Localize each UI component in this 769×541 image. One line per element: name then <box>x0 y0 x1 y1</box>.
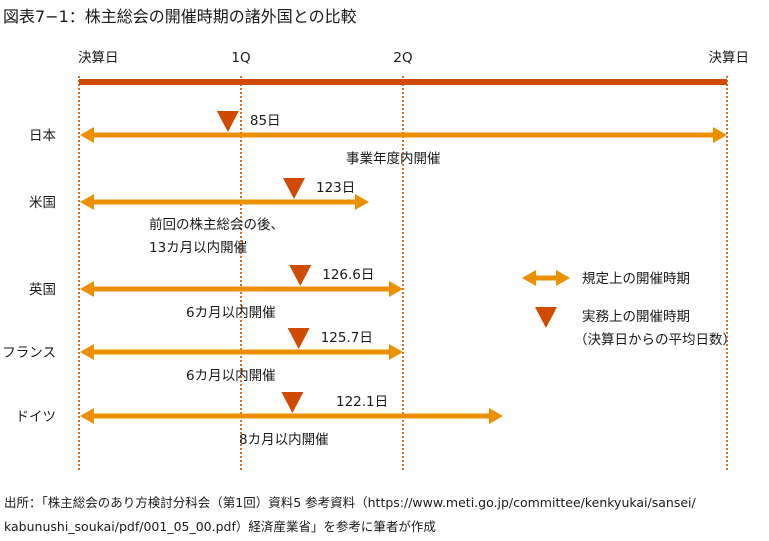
legend-label-actual-note: （決算日からの平均日数） <box>574 332 736 348</box>
source-note: 出所：「株主総会のあり方検討分科会（第1回）資料5 参考資料（https://w… <box>4 491 696 539</box>
actual-timing-marker <box>281 392 304 413</box>
arrow-head-left <box>522 270 536 286</box>
figure-title: 図表7−1：株主総会の開催時期の諸外国との比較 <box>3 7 357 26</box>
actual-days-label: 85日 <box>250 113 281 129</box>
arrow-head-left <box>80 194 94 210</box>
arrow-head-right <box>556 270 570 286</box>
legal-period-label: 13カ月以内開催 <box>149 240 247 256</box>
actual-days-label: 126.6日 <box>322 267 374 283</box>
arrow-head-right <box>355 194 369 210</box>
legal-period-arrow <box>80 281 403 297</box>
axis-tick-label: 決算日 <box>709 50 750 66</box>
legal-period-arrow <box>80 194 369 210</box>
actual-days-label: 123日 <box>316 180 355 196</box>
arrow-head-left <box>80 127 94 143</box>
legend-label-legal: 規定上の開催時期 <box>582 271 690 287</box>
legend-label-actual: 実務上の開催時期 <box>582 309 690 325</box>
legal-period-label: 8カ月以内開催 <box>239 432 329 448</box>
legal-period-label: 前回の株主総会の後、 <box>149 216 284 233</box>
actual-days-label: 125.7日 <box>321 330 373 346</box>
legend-arrow-icon <box>522 270 570 286</box>
legal-period-label: 事業年度内開催 <box>346 151 441 167</box>
arrow-head-right <box>389 344 403 360</box>
actual-days-label: 122.1日 <box>336 394 388 410</box>
axis-tick-label: 2Q <box>393 50 412 66</box>
arrow-head-left <box>80 408 94 424</box>
actual-timing-marker <box>287 328 310 349</box>
arrow-head-left <box>80 344 94 360</box>
axis-tick-label: 1Q <box>231 50 250 66</box>
actual-timing-marker <box>289 265 312 286</box>
arrow-head-right <box>489 408 503 424</box>
country-label: 英国 <box>29 281 56 298</box>
source-line-2: kabunushi_soukai/pdf/001_05_00.pdf）経済産業省… <box>4 519 436 534</box>
legal-period-arrow <box>80 127 727 143</box>
fiscal-year-bar <box>79 79 727 85</box>
actual-timing-marker <box>216 111 239 132</box>
legal-period-label: 6カ月以内開催 <box>186 305 276 321</box>
legal-period-arrow <box>80 408 503 424</box>
actual-timing-marker <box>282 178 305 199</box>
legal-period-label: 6カ月以内開催 <box>186 368 276 384</box>
axis-tick-label: 決算日 <box>78 50 119 66</box>
country-label: 日本 <box>29 128 56 144</box>
arrow-head-right <box>713 127 727 143</box>
legal-period-arrow <box>80 344 403 360</box>
legend-marker-icon <box>535 307 557 328</box>
country-label: フランス <box>2 345 56 361</box>
country-label: ドイツ <box>16 409 57 425</box>
arrow-head-right <box>389 281 403 297</box>
arrow-head-left <box>80 281 94 297</box>
source-line-1: 出所：「株主総会のあり方検討分科会（第1回）資料5 参考資料（https://w… <box>4 495 696 510</box>
country-label: 米国 <box>29 195 56 211</box>
